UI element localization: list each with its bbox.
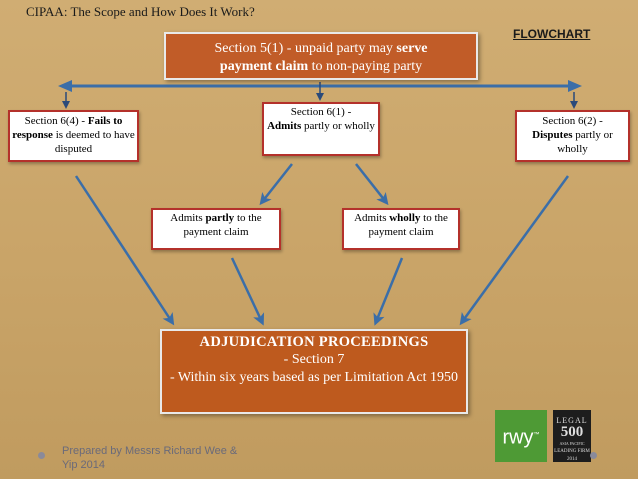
box-section-5-1: Section 5(1) - unpaid party may serve pa… bbox=[164, 32, 478, 80]
arrow-to-wholly bbox=[355, 163, 389, 206]
arrow-to-partly bbox=[259, 163, 293, 206]
box-section-6-1: Section 6(1) - Admits partly or wholly bbox=[262, 102, 380, 156]
box-left-post: is deemed to have disputed bbox=[52, 128, 135, 155]
box-wholly-bold: wholly bbox=[389, 212, 421, 224]
box-right-post: partly or wholly bbox=[557, 128, 613, 155]
box-mid-post: partly or wholly bbox=[301, 119, 375, 132]
flowchart-label: FLOWCHART bbox=[513, 27, 591, 41]
box-admits-wholly: Admits wholly to the payment claim bbox=[342, 208, 460, 250]
box-left-bold2: response bbox=[12, 128, 53, 141]
box-wholly-pre: Admits bbox=[354, 212, 390, 224]
arrow-wholly-to-adjudication bbox=[373, 257, 404, 326]
rwy-logo: rwy™ bbox=[495, 410, 547, 462]
box-section-6-4: Section 6(4) - Fails to response is deem… bbox=[8, 110, 139, 162]
box-partly-pre: Admits bbox=[170, 212, 206, 224]
arrow-partly-to-adjudication bbox=[230, 257, 265, 326]
rwy-logo-text: rwy bbox=[502, 426, 534, 449]
arrow-left-to-adjudication bbox=[74, 175, 175, 326]
adjudication-line2: - Within six years based as per Limitati… bbox=[169, 369, 459, 385]
box-partly-bold: partly bbox=[205, 212, 235, 224]
box-wholly-post: to the payment claim bbox=[368, 212, 448, 238]
box-top-bold2: payment claim bbox=[219, 58, 309, 74]
legal500-badge: LEGAL 500 ASIA PACIFIC LEADING FIRM 2014 bbox=[553, 410, 591, 462]
connector-right-head bbox=[568, 80, 582, 92]
footer-text: Prepared by Messrs Richard Wee & Yip 201… bbox=[62, 445, 238, 471]
legal500-year: 2014 bbox=[567, 457, 577, 462]
legal500-top: LEGAL bbox=[556, 416, 588, 425]
legal500-firm: LEADING FIRM bbox=[554, 449, 590, 454]
adjudication-heading: ADJUDICATION PROCEEDINGS bbox=[199, 334, 429, 350]
box-top-pre: Section 5(1) - unpaid party may bbox=[214, 41, 397, 56]
box-partly-post: to the payment claim bbox=[183, 212, 262, 238]
box-right-bold: Disputes bbox=[532, 128, 573, 141]
adjudication-line1: - Section 7 bbox=[283, 352, 345, 368]
arrow-right-to-adjudication bbox=[459, 175, 570, 326]
box-mid-pre: Section 6(1) - bbox=[290, 106, 352, 118]
legal500-number: 500 bbox=[560, 424, 584, 440]
footer-credit: Prepared by Messrs Richard Wee & Yip 201… bbox=[62, 445, 252, 473]
box-section-6-2: Section 6(2) - Disputes partly or wholly bbox=[515, 110, 630, 162]
box-admits-partly: Admits partly to the payment claim bbox=[151, 208, 281, 250]
slide-title: CIPAA: The Scope and How Does It Work? bbox=[26, 4, 255, 19]
legal500-sub: ASIA PACIFIC bbox=[559, 441, 585, 446]
footer-bullet-dot bbox=[38, 452, 45, 459]
footer-right-dot bbox=[590, 452, 597, 459]
box-top-post: to non-paying party bbox=[308, 58, 423, 74]
connector-left-head bbox=[58, 80, 72, 92]
box-adjudication-proceedings: ADJUDICATION PROCEEDINGS - Section 7 - W… bbox=[160, 329, 468, 414]
box-top-bold1: serve bbox=[396, 41, 428, 56]
box-mid-bold: Admits bbox=[267, 119, 302, 132]
box-right-pre: Section 6(2) - bbox=[542, 115, 603, 127]
box-left-pre: Section 6(4) - bbox=[24, 115, 88, 127]
box-left-bold1: Fails to bbox=[87, 115, 123, 127]
